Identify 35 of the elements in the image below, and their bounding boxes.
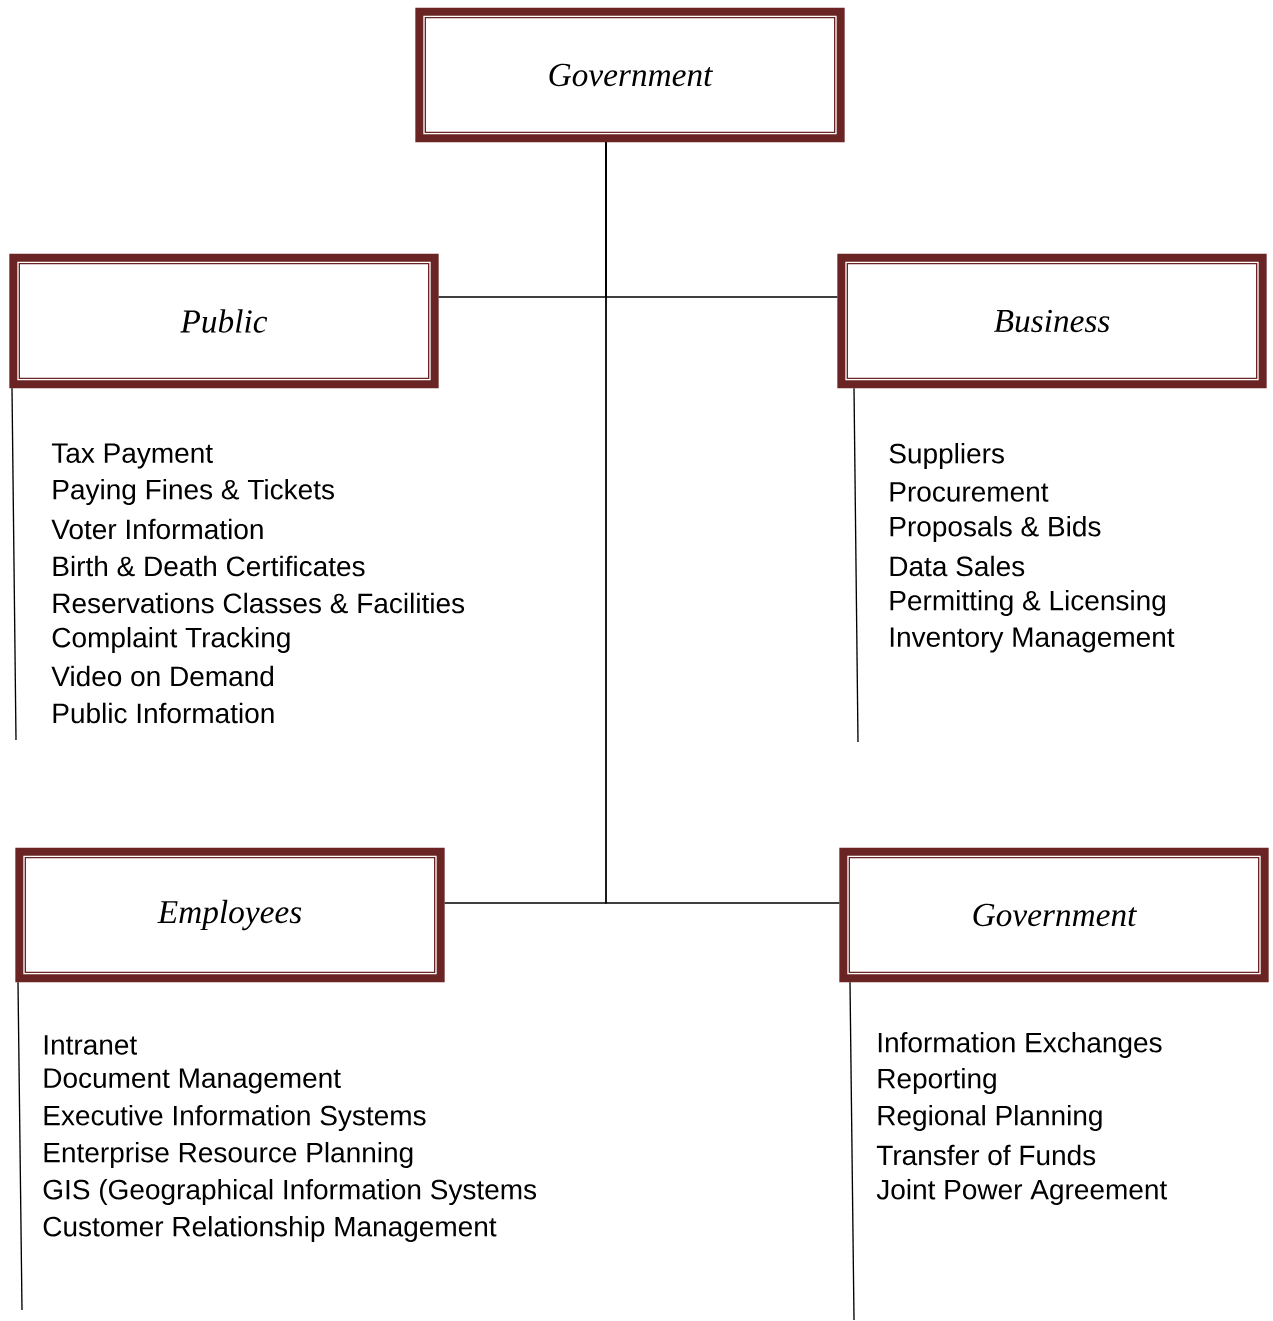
category-box: Business bbox=[837, 253, 1267, 389]
list-item: Transfer of Funds bbox=[876, 1144, 1096, 1166]
list-item: Executive Information Systems bbox=[44, 1104, 426, 1132]
category-box: Government bbox=[839, 847, 1269, 983]
category-box: Government bbox=[415, 7, 845, 143]
list-item: Public Information bbox=[53, 702, 274, 724]
list-item: Customer Relationship Management bbox=[43, 1215, 497, 1243]
connector-line bbox=[853, 387, 859, 743]
list-item: Suppliers bbox=[889, 442, 1004, 470]
list-item: Information Exchanges bbox=[878, 1031, 1162, 1059]
category-box: Public bbox=[9, 253, 439, 389]
category-box: Employees bbox=[15, 847, 445, 983]
list-item: Joint Power Agreement bbox=[876, 1178, 1168, 1206]
connector-line bbox=[605, 141, 840, 904]
list-item: Document Management bbox=[44, 1068, 341, 1094]
list-item: Procurement bbox=[890, 482, 1049, 502]
list-item: Voter Information bbox=[51, 518, 263, 540]
list-item: Enterprise Resource Planning bbox=[44, 1141, 413, 1169]
list-item: Video on Demand bbox=[51, 665, 274, 687]
connector-line bbox=[17, 981, 23, 1311]
connector-line bbox=[849, 981, 855, 1321]
list-item: Reporting bbox=[878, 1067, 996, 1095]
list-item: Regional Planning bbox=[878, 1104, 1102, 1132]
list-item: Proposals & Bids bbox=[890, 515, 1101, 543]
list-item: Reservations Classes & Facilities bbox=[53, 592, 465, 614]
list-item: Permitting & Licensing bbox=[890, 589, 1165, 617]
list-item: Paying Fines & Tickets bbox=[53, 478, 334, 506]
list-item: Complaint Tracking bbox=[52, 626, 290, 654]
list-item: Data Sales bbox=[890, 555, 1025, 577]
list-item: Tax Payment bbox=[51, 443, 213, 469]
list-item: GIS (Geographical Information Systems bbox=[43, 1178, 537, 1206]
list-item: Intranet bbox=[44, 1035, 137, 1055]
list-item: Birth & Death Certificates bbox=[53, 555, 365, 577]
list-item: Inventory Management bbox=[890, 627, 1175, 653]
connector-line bbox=[11, 387, 17, 741]
